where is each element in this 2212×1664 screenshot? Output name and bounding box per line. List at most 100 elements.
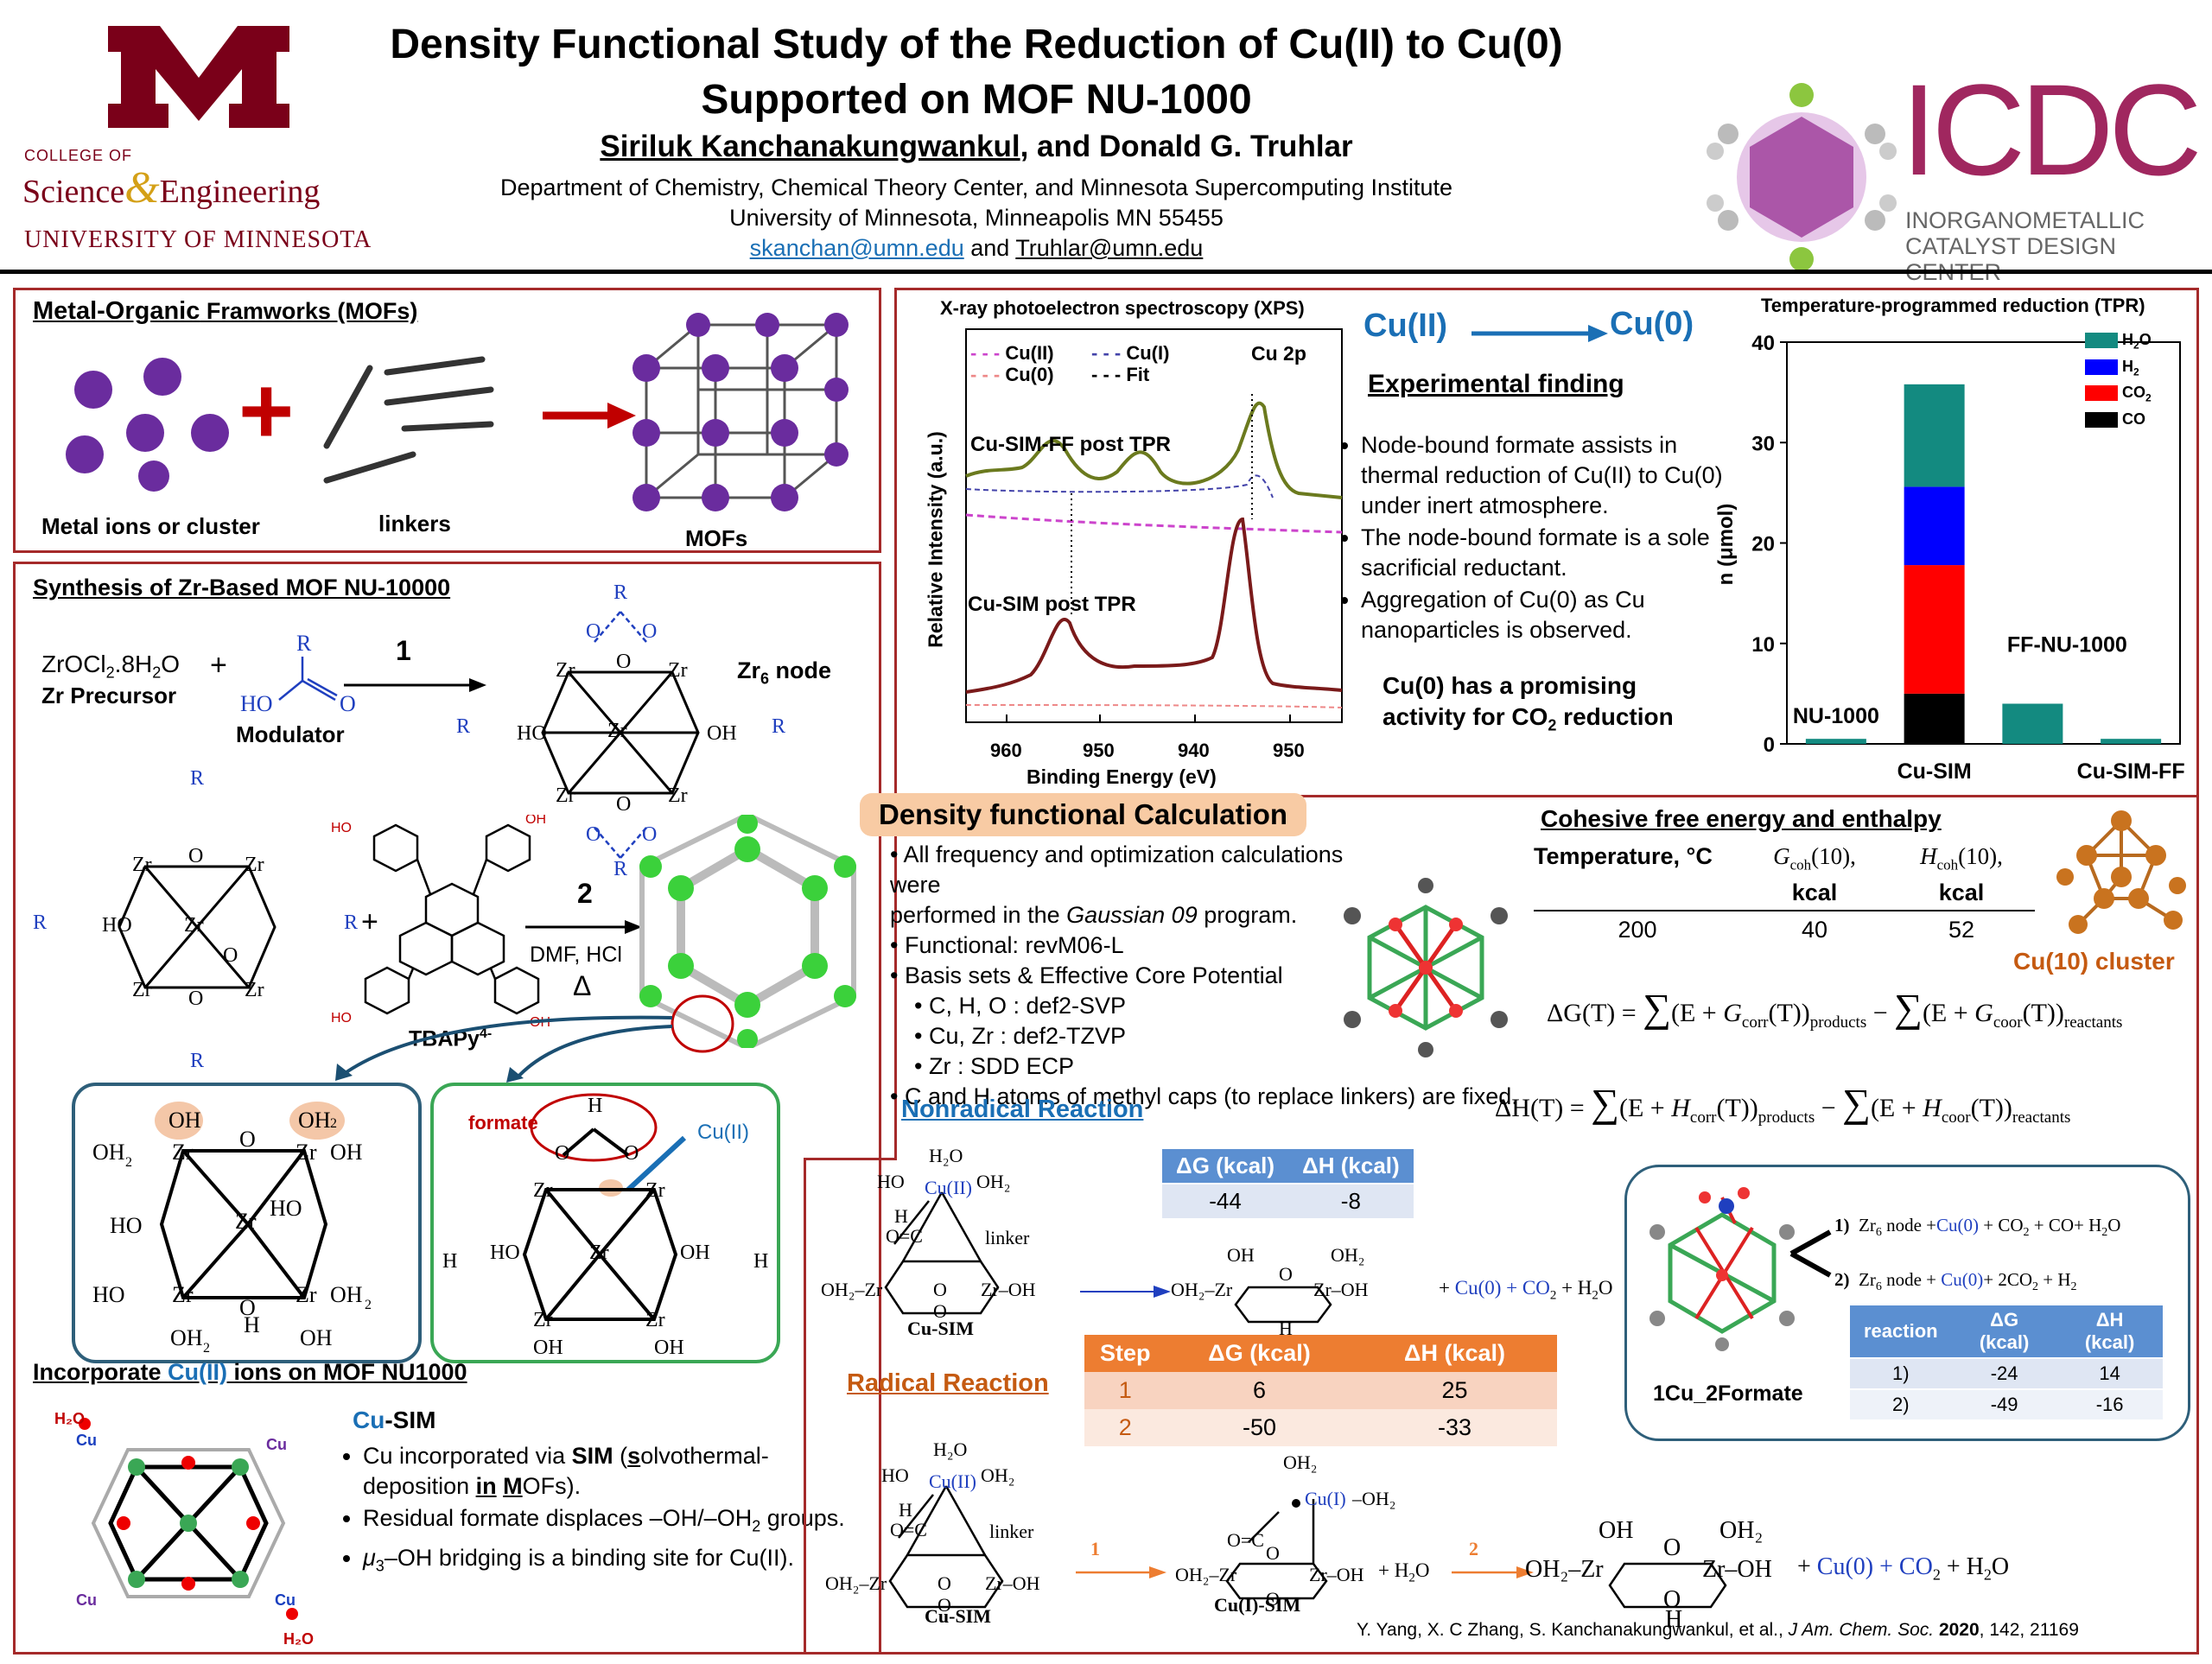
zr6-node-label: Zr6 node xyxy=(737,657,832,688)
radical-col-g: ΔG (kcal) xyxy=(1166,1335,1353,1372)
plus-sign: + xyxy=(210,649,227,682)
tpr-bar-segment xyxy=(1904,565,1965,694)
plus-sign-2: + xyxy=(361,905,378,938)
svg-text:O=C: O=C xyxy=(1227,1529,1264,1551)
svg-text:OH₂–Zr: OH₂–Zr xyxy=(825,1572,887,1594)
step1-arrow xyxy=(344,678,486,692)
linkers-icon xyxy=(323,356,494,484)
svg-text:Zr: Zr xyxy=(645,1309,665,1331)
svg-text:R: R xyxy=(33,911,47,934)
dft-panel-left xyxy=(804,1158,806,1654)
zr-precursor-label: Zr Precursor xyxy=(41,683,177,708)
formate-g1: -24 xyxy=(1951,1357,2057,1389)
radical-h-1: 25 xyxy=(1441,1377,1468,1403)
header-divider xyxy=(0,270,2212,274)
svg-text:H: H xyxy=(442,1250,457,1273)
svg-text:O: O xyxy=(642,620,657,643)
svg-text:OH: OH xyxy=(533,1337,563,1359)
metal-ions-icon xyxy=(66,358,229,492)
svg-text:OH₂–Zr: OH₂–Zr xyxy=(1171,1279,1233,1300)
svg-text:OH₂: OH₂ xyxy=(1719,1517,1763,1544)
formate-h2: -16 xyxy=(2056,1388,2163,1419)
email-link-2[interactable]: Truhlar@umn.edu xyxy=(1015,235,1204,261)
nonradical-arrow xyxy=(1080,1286,1171,1298)
svg-text:HO: HO xyxy=(490,1242,520,1264)
svg-text:H: H xyxy=(899,1499,912,1521)
svg-text:O: O xyxy=(586,823,601,846)
label-mofs: MOFs xyxy=(685,525,748,551)
svg-text:HO: HO xyxy=(881,1464,909,1486)
svg-text:O: O xyxy=(1279,1263,1293,1285)
equation-g: ΔG(T) = ∑(E + Gcorr(T))products − ∑(E + … xyxy=(1547,986,2123,1032)
college-of-label: COLLEGE OF xyxy=(24,147,133,164)
callout-arrows xyxy=(335,1015,673,1083)
dft-panel-leftupper xyxy=(894,795,897,1160)
svg-text:OH₂–Zr: OH₂–Zr xyxy=(1525,1556,1604,1583)
formate-col-reaction: reaction xyxy=(1850,1305,1952,1358)
nonradical-heading: Nonradical Reaction xyxy=(901,1096,1144,1123)
svg-text:OH: OH xyxy=(92,1140,125,1165)
svg-text:H₂O: H₂O xyxy=(929,1145,963,1166)
dft-bullet-1b: performed in the Gaussian 09 program. xyxy=(890,902,1298,928)
radical-step-1: 1 xyxy=(1118,1377,1132,1403)
nonradical-products: + Cu(0) + CO2 + H2O xyxy=(1439,1277,1613,1303)
tpr-bar-segment xyxy=(1904,486,1965,566)
xps-tick-2: 950 xyxy=(1083,740,1115,761)
svg-text:R: R xyxy=(190,1050,204,1072)
svg-text:O: O xyxy=(340,691,356,716)
svg-text:H: H xyxy=(753,1250,768,1273)
xps-legend-fit: - - - Fit xyxy=(1091,364,1150,385)
xps-legend-cu-i: - - - Cu(I) xyxy=(1091,342,1170,364)
svg-text:2: 2 xyxy=(125,1155,132,1170)
formate-model-label: 1Cu_2Formate xyxy=(1653,1381,1803,1406)
finding-bullet-2: The node-bound formate is a sole sacrifi… xyxy=(1361,523,1735,583)
xps-ylabel: Relative Intensity (a.u.) xyxy=(924,431,947,648)
dft-bullet-1: • All frequency and optimization calcula… xyxy=(890,842,1344,898)
icdc-molecule-icon xyxy=(1707,83,1897,271)
incorporate-heading: Incorporate Cu(II) ions on MOF NU1000 xyxy=(33,1359,467,1385)
svg-text:OH: OH xyxy=(1227,1244,1255,1266)
svg-text:O: O xyxy=(1663,1586,1681,1613)
svg-text:–OH₂: –OH₂ xyxy=(1351,1488,1395,1509)
formate-col-g: ΔG (kcal) xyxy=(1951,1305,2057,1358)
formate-r2: 2) xyxy=(1850,1388,1952,1419)
svg-text:Cu: Cu xyxy=(266,1436,287,1453)
svg-text:HO: HO xyxy=(102,914,132,937)
mof-panel: Metal-Organic Framworks (MOFs) + xyxy=(13,288,881,553)
svg-text:Cu: Cu xyxy=(76,1591,97,1609)
tpr-legend-co: CO xyxy=(2085,409,2152,429)
svg-text:OH: OH xyxy=(330,1140,363,1165)
dft-bullet-3: • Basis sets & Effective Core Potential xyxy=(890,962,1283,988)
dft-panel-step xyxy=(804,1158,897,1160)
xps-tick-4: 950 xyxy=(1273,740,1305,761)
svg-text:linker: linker xyxy=(985,1227,1030,1248)
svg-text:OH: OH xyxy=(170,1325,203,1350)
finding-bullets: Node-bound formate assists in thermal re… xyxy=(1333,430,1735,647)
finding-heading: Experimental finding xyxy=(1368,370,1624,398)
step2-label: 2 xyxy=(577,878,593,909)
email-link-1[interactable]: skanchan@umn.edu xyxy=(749,235,964,261)
svg-text:OH₂–Zr: OH₂–Zr xyxy=(1175,1564,1237,1585)
svg-text:H₂O: H₂O xyxy=(933,1439,967,1460)
svg-text:O: O xyxy=(555,1142,569,1165)
tpr-ytick-label: 20 xyxy=(1751,533,1775,556)
svg-text:OH: OH xyxy=(680,1242,710,1264)
svg-text:R: R xyxy=(296,631,312,656)
tpr-ytick-label: 30 xyxy=(1751,432,1775,455)
svg-text:Zr: Zr xyxy=(556,659,575,682)
reduction-arrow xyxy=(1471,325,1608,342)
tpr-bar-segment xyxy=(2101,739,2162,744)
svg-text:Zr–OH: Zr–OH xyxy=(1313,1279,1369,1300)
formate-branch-arrows xyxy=(1789,1229,1832,1278)
svg-text:O: O xyxy=(1266,1542,1280,1564)
radical-table: Step ΔG (kcal) ΔH (kcal) 1 6 25 2 -50 -3… xyxy=(1084,1335,1557,1446)
svg-text:OH: OH xyxy=(707,722,737,745)
xps-legend-cu-0: - - - Cu(0) xyxy=(970,364,1054,385)
